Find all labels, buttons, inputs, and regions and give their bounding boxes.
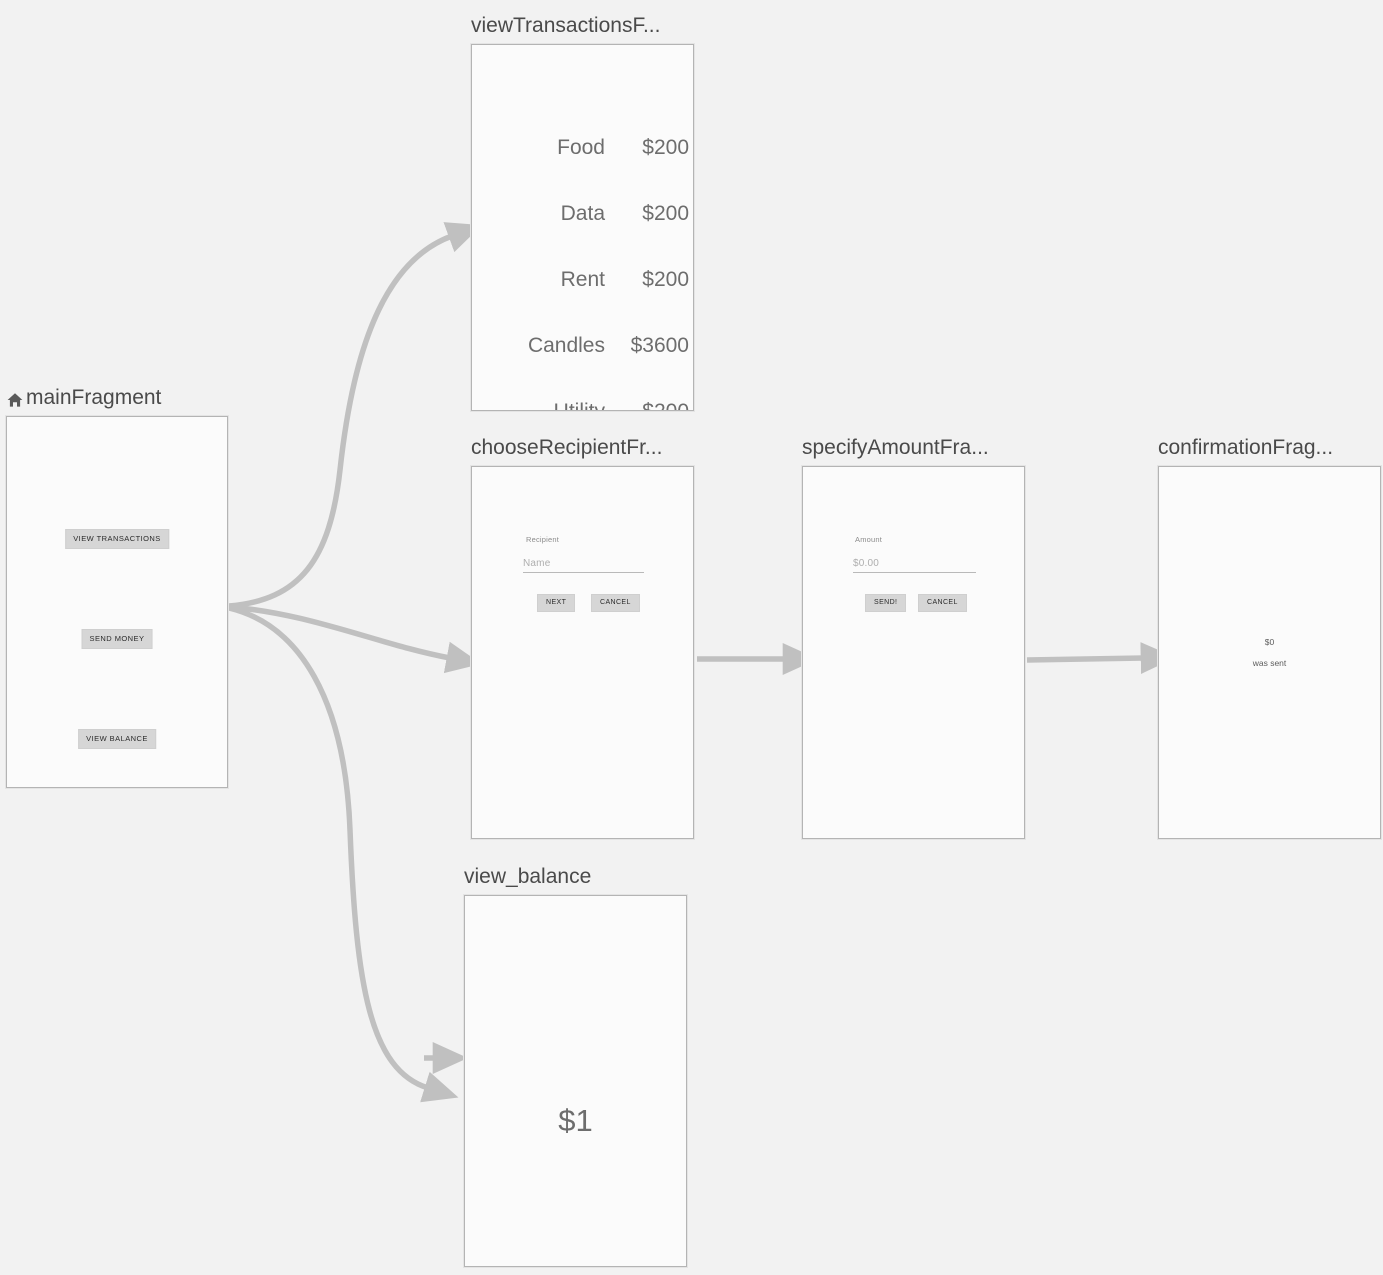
amount-label: Amount [855, 535, 883, 544]
view-balance-fragment-title: view_balance [464, 865, 592, 888]
destination-main-fragment[interactable]: mainFragment VIEW TRANSACTIONS SEND MONE… [6, 385, 228, 788]
main-fragment-frame[interactable]: VIEW TRANSACTIONS SEND MONEY VIEW BALANC… [6, 416, 228, 788]
destination-view-balance-fragment[interactable]: view_balance $1 [464, 864, 687, 1267]
send-button[interactable]: SEND! [865, 594, 907, 612]
cancel-button[interactable]: CANCEL [591, 594, 640, 612]
choose-recipient-frame[interactable]: Recipient Name NEXT CANCEL [471, 466, 694, 839]
view-balance-frame[interactable]: $1 [464, 895, 687, 1267]
transaction-amount: $200 [642, 202, 689, 225]
transaction-category: Candles [527, 334, 605, 357]
transaction-category: Utility [472, 400, 605, 410]
destination-view-transactions-fragment[interactable]: viewTransactionsF... Food $200 Data $200… [471, 13, 694, 411]
home-icon [6, 390, 24, 408]
specify-amount-frame[interactable]: Amount $0.00 SEND! CANCEL [802, 466, 1025, 839]
choose-recipient-fragment-title: chooseRecipientFr... [471, 436, 663, 459]
cancel-button[interactable]: CANCEL [918, 594, 967, 612]
view-transactions-button[interactable]: VIEW TRANSACTIONS [65, 529, 169, 549]
transaction-amount: $200 [605, 400, 689, 410]
action-main-to-view-balance [228, 605, 459, 1103]
table-row: Utility $200 [472, 400, 693, 410]
transaction-amount: $200 [642, 136, 689, 159]
next-button[interactable]: NEXT [537, 594, 576, 612]
destination-specify-amount-fragment[interactable]: specifyAmountFra... Amount $0.00 SEND! C… [802, 435, 1025, 839]
transaction-category: Rent [560, 268, 605, 291]
destination-choose-recipient-fragment[interactable]: chooseRecipientFr... Recipient Name NEXT… [471, 435, 694, 839]
transaction-category: Data [560, 202, 605, 225]
table-row: Food $200 [472, 136, 693, 160]
main-fragment-title: mainFragment [26, 386, 162, 409]
view-transactions-fragment-title: viewTransactionsF... [471, 14, 661, 37]
confirmation-message: was sent [1252, 658, 1287, 668]
action-main-to-view-transactions [228, 222, 482, 609]
send-money-button[interactable]: SEND MONEY [81, 629, 153, 649]
recipient-label: Recipient [526, 535, 560, 544]
transaction-amount: $200 [642, 268, 689, 291]
confirmation-fragment-title: confirmationFrag... [1158, 436, 1334, 459]
recipient-name-input[interactable]: Name [523, 558, 644, 573]
table-row: Data $200 [472, 202, 693, 226]
table-row: Rent $200 [472, 268, 693, 292]
transaction-amount: $3600 [630, 334, 689, 357]
view-balance-button[interactable]: VIEW BALANCE [78, 729, 156, 749]
amount-input[interactable]: $0.00 [853, 558, 976, 573]
main-fragment-title-row: mainFragment [6, 385, 228, 411]
balance-amount: $1 [558, 1103, 593, 1138]
action-main-to-choose-recipient [228, 604, 482, 674]
specify-amount-fragment-title: specifyAmountFra... [802, 436, 989, 459]
destination-confirmation-fragment[interactable]: confirmationFrag... $0 was sent [1158, 435, 1381, 839]
table-row: Candles $3600 [472, 334, 693, 358]
view-transactions-frame[interactable]: Food $200 Data $200 Rent $200 Candles $3… [471, 44, 694, 411]
confirmation-frame[interactable]: $0 was sent [1158, 466, 1381, 839]
action-specify-amount-to-confirmation [1026, 642, 1176, 675]
transaction-category: Food [557, 136, 605, 159]
confirmation-amount: $0 [1264, 637, 1275, 647]
